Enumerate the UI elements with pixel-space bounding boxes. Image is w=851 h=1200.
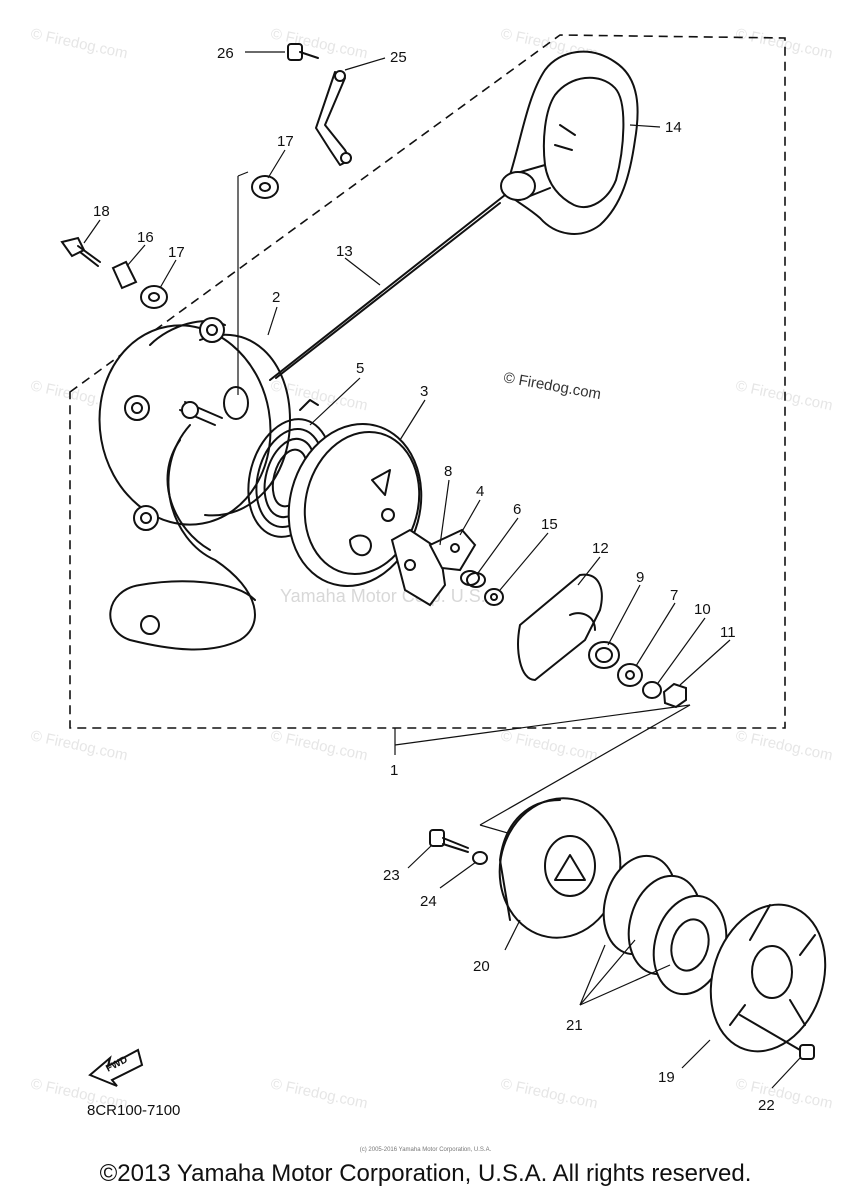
copyright-notice: ©2013 Yamaha Motor Corporation, U.S.A. A… xyxy=(99,1160,752,1187)
part-21-plates xyxy=(602,854,728,996)
watermark: © Firedog.com xyxy=(499,1075,599,1112)
part-6-spring xyxy=(460,570,486,588)
part-26-screw xyxy=(287,43,319,61)
part-10-washer xyxy=(642,681,662,699)
assembly-boundary xyxy=(69,34,786,729)
callout-10: 10 xyxy=(694,601,711,618)
part-16-collar xyxy=(111,260,138,290)
part-1-leader xyxy=(394,704,691,839)
callout-26: 26 xyxy=(217,45,234,62)
part-17-grommet-left xyxy=(140,285,168,309)
part-15-washer xyxy=(484,588,504,606)
callout-11: 11 xyxy=(720,624,736,641)
callout-23: 23 xyxy=(383,867,400,884)
callout-17-left: 17 xyxy=(168,244,185,261)
watermark: © Firedog.com xyxy=(734,1075,834,1112)
callout-15: 15 xyxy=(541,516,558,533)
callout-3: 3 xyxy=(420,383,428,400)
part-22-screw xyxy=(739,1014,815,1060)
callout-4: 4 xyxy=(476,483,484,500)
callout-2: 2 xyxy=(272,289,280,306)
callout-13: 13 xyxy=(336,243,353,260)
part-12-drive-plate xyxy=(517,573,603,682)
callout-21: 21 xyxy=(566,1017,583,1034)
watermark: © Firedog.com xyxy=(734,25,834,62)
watermark: © Firedog.com xyxy=(29,727,129,764)
callout-7: 7 xyxy=(670,587,678,604)
callout-22: 22 xyxy=(758,1097,775,1114)
watermark: © Firedog.com xyxy=(269,727,369,764)
part-24-washer xyxy=(472,851,488,865)
watermark: © Firedog.com xyxy=(734,727,834,764)
part-11-nut xyxy=(662,682,687,709)
callout-25: 25 xyxy=(390,49,407,66)
watermark: © Firedog.com xyxy=(499,727,599,764)
callout-24: 24 xyxy=(420,893,437,910)
callout-6: 6 xyxy=(513,501,521,518)
part-18-bolt xyxy=(60,236,101,267)
callout-5: 5 xyxy=(356,360,364,377)
watermark: © Firedog.com xyxy=(269,25,369,62)
part-2-case xyxy=(98,317,291,531)
part-14-starter-handle xyxy=(500,50,639,235)
watermark: © Firedog.com xyxy=(269,1075,369,1112)
diagram-code: 8CR100-7100 xyxy=(87,1102,180,1119)
part-9-spring xyxy=(588,641,620,669)
callout-19: 19 xyxy=(658,1069,675,1086)
callout-20: 20 xyxy=(473,958,490,975)
callout-12: 12 xyxy=(592,540,609,557)
part-3-pulley xyxy=(287,423,423,587)
callouts: 26 25 17 18 16 17 13 2 14 5 3 8 4 6 15 1… xyxy=(87,45,775,1119)
callout-1: 1 xyxy=(390,762,398,779)
watermark: © Firedog.com xyxy=(734,377,834,414)
small-print: (c) 2005-2016 Yamaha Motor Corporation, … xyxy=(359,1147,492,1153)
callout-18: 18 xyxy=(93,203,110,220)
callout-17-top: 17 xyxy=(277,133,294,150)
callout-14: 14 xyxy=(665,119,682,136)
part-23-bolt xyxy=(429,829,469,853)
callout-8: 8 xyxy=(444,463,452,480)
watermark: © Firedog.com xyxy=(29,25,129,62)
watermark-dark: © Firedog.com xyxy=(502,369,602,403)
part-25-bracket xyxy=(315,70,352,166)
callout-9: 9 xyxy=(636,569,644,586)
part-7-washer xyxy=(617,663,643,687)
fwd-arrow: FWD xyxy=(88,1048,144,1087)
leader-lines xyxy=(83,51,801,1089)
part-17-grommet-top xyxy=(237,171,279,395)
center-watermark: Yamaha Motor Corp. U.S.A. xyxy=(280,586,503,606)
callout-16: 16 xyxy=(137,229,154,246)
lead-wire xyxy=(109,424,256,651)
part-20-drive-pulley xyxy=(498,797,622,939)
part-13-starter-rope xyxy=(269,194,506,381)
